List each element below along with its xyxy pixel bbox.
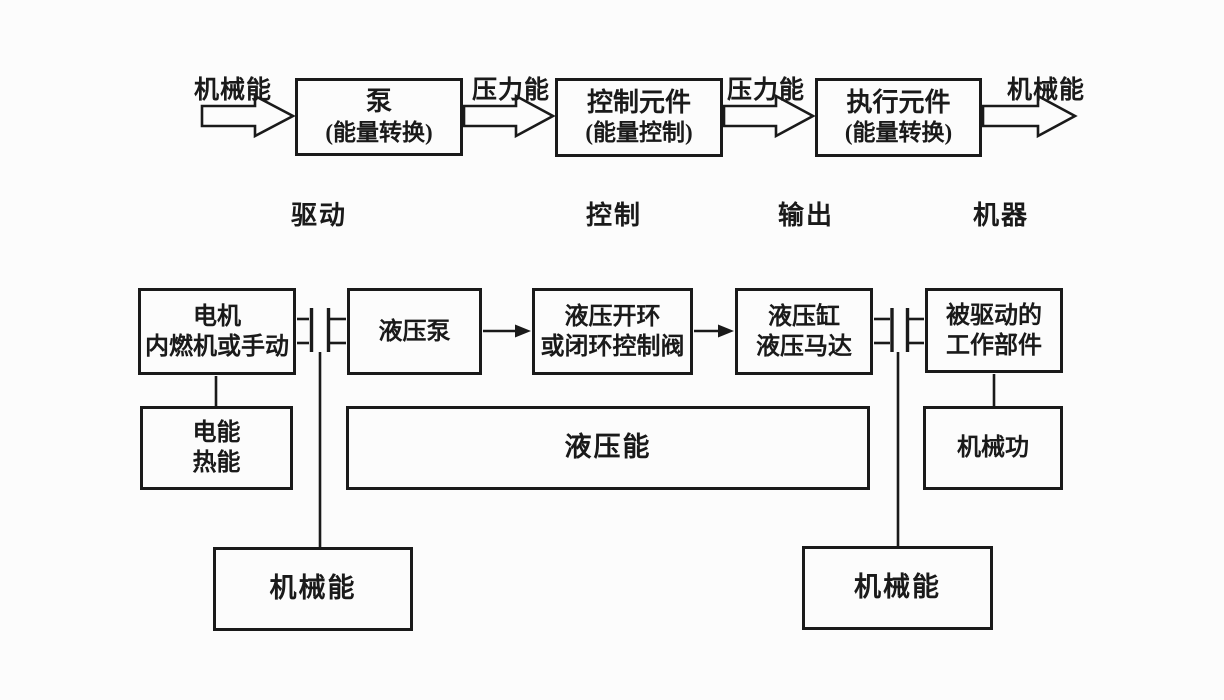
pump-to-valve-arrow-icon	[483, 324, 531, 338]
driven-parts-line2: 工作部件	[946, 332, 1042, 359]
control-valve-line1: 液压开环	[564, 303, 661, 330]
cylinder-motor-line2: 液压马达	[756, 333, 852, 360]
driven-parts-box: 被驱动的 工作部件	[925, 288, 1063, 373]
pressure-arrow-2-icon	[722, 93, 816, 139]
pressure-arrow-1-icon	[462, 93, 556, 139]
mechanical-energy-right-label: 机械能	[854, 572, 941, 603]
hydraulic-pump-box: 液压泵	[347, 288, 482, 375]
stage-label-output: 输出	[777, 201, 834, 230]
control-element-box: 控制元件 (能量控制)	[555, 78, 723, 157]
control-valve-box: 液压开环 或闭环控制阀	[532, 288, 693, 375]
valve-to-cylinder-arrow-icon	[694, 324, 734, 338]
electric-energy-label: 电能	[192, 420, 241, 446]
control-element-title: 控制元件	[586, 87, 691, 117]
input-arrow-label: 机械能	[193, 77, 272, 104]
control-valve-line2: 或闭环控制阀	[540, 333, 685, 360]
output-arrow-icon	[981, 93, 1078, 139]
stage-label-control: 控制	[585, 201, 642, 230]
mechanical-work-box: 机械功	[923, 406, 1063, 490]
coupling-symbol-left	[297, 308, 346, 352]
actuator-element-subtitle: (能量转换)	[844, 120, 953, 146]
control-element-subtitle: (能量控制)	[585, 120, 693, 146]
stage-label-machine: 机器	[972, 201, 1029, 230]
driven-parts-line1: 被驱动的	[946, 302, 1042, 329]
mechanical-work-label: 机械功	[957, 435, 1029, 461]
actuator-element-box: 执行元件 (能量转换)	[815, 78, 982, 157]
pump-box-title: 泵	[365, 87, 392, 117]
electric-heat-energy-box: 电能 热能	[140, 406, 293, 490]
pressure-arrow-1-label: 压力能	[471, 77, 550, 104]
mechanical-energy-left-label: 机械能	[269, 573, 357, 604]
pump-box-subtitle: (能量转换)	[325, 119, 433, 145]
hydraulic-pump-label: 液压泵	[378, 318, 451, 345]
coupling-symbol-right	[874, 308, 924, 352]
pump-box: 泵 (能量转换)	[295, 78, 463, 156]
stage-label-drive: 驱动	[290, 201, 347, 230]
actuator-element-title: 执行元件	[846, 87, 951, 117]
mechanical-energy-right-box: 机械能	[802, 546, 993, 630]
hydraulic-energy-box: 液压能	[346, 406, 870, 490]
hydraulic-energy-label: 液压能	[564, 432, 652, 463]
input-arrow-icon	[200, 93, 296, 139]
cylinder-motor-line1: 液压缸	[768, 303, 840, 330]
cylinder-motor-box: 液压缸 液压马达	[735, 288, 873, 375]
mechanical-energy-left-box: 机械能	[213, 547, 413, 631]
motor-box-line1: 电机	[193, 303, 241, 330]
heat-energy-label: 热能	[192, 450, 241, 476]
motor-box-line2: 内燃机或手动	[145, 333, 289, 360]
motor-box: 电机 内燃机或手动	[138, 288, 296, 375]
connector-lines	[214, 352, 996, 547]
output-arrow-label: 机械能	[1006, 77, 1085, 104]
pressure-arrow-2-label: 压力能	[726, 77, 805, 104]
